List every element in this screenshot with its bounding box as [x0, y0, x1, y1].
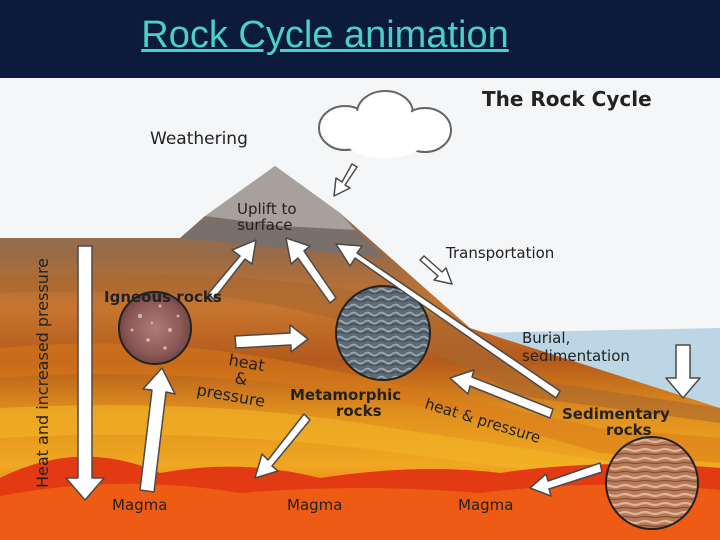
label-weathering: Weathering — [150, 129, 248, 149]
sedimentary-rock-sample — [605, 436, 699, 530]
label-burial-line2: sedimentation — [522, 347, 630, 365]
igneous-rock-sample — [118, 291, 192, 365]
arrow-sedimentary-to-uplift — [335, 243, 561, 399]
label-magma-mid: Magma — [287, 496, 342, 514]
label-sedimentary-line2: rocks — [606, 421, 652, 439]
igneous-speckles — [130, 304, 180, 350]
label-magma-left: Magma — [112, 496, 167, 514]
label-magma-right: Magma — [458, 496, 513, 514]
label-igneous: Igneous rocks — [104, 288, 222, 306]
slide-title-link[interactable]: Rock Cycle animation — [141, 14, 509, 56]
mountain-middle-layer — [180, 216, 385, 258]
process-arrows — [65, 163, 701, 501]
arrow-igneous-to-metamorphic — [234, 324, 309, 353]
arrow-burial — [665, 344, 701, 399]
cloud-icon — [318, 90, 452, 158]
label-metamorphic-line1: Metamorphic — [290, 386, 401, 404]
arrow-igneous-to-uplift — [207, 239, 257, 300]
stratum-band — [0, 343, 720, 463]
label-transportation: Transportation — [445, 244, 554, 262]
label-uplift-line2: surface — [237, 216, 292, 234]
arrow-sedimentary-to-magma — [529, 462, 603, 497]
arrow-metamorphic-to-magma — [254, 413, 311, 479]
rock-cycle-diagram: The Rock Cycle Weathering Uplift to surf… — [0, 78, 720, 540]
mountain-top-layer — [205, 166, 355, 230]
magma-glow — [0, 483, 720, 540]
metamorphic-rock-sample — [335, 285, 431, 381]
title-bar: Rock Cycle animation — [0, 0, 720, 78]
label-side-axis: Heat and increased pressure — [33, 258, 52, 488]
diagram-title: The Rock Cycle — [482, 87, 652, 111]
label-metamorphic-line2: rocks — [336, 402, 382, 420]
label-sedimentary-line1: Sedimentary — [562, 405, 670, 423]
arrow-transportation — [419, 255, 453, 285]
arrow-magma-to-igneous — [139, 367, 176, 493]
arrow-metamorphic-to-uplift — [285, 237, 337, 304]
label-amp-1: & — [233, 368, 249, 389]
label-uplift-line1: Uplift to — [237, 200, 297, 218]
stratum-band — [0, 405, 720, 498]
arrow-sedimentary-to-metamorphic — [449, 369, 554, 419]
label-burial-line1: Burial, — [522, 329, 570, 347]
arrow-weathering — [333, 163, 358, 197]
down-arrow-heat-pressure — [65, 245, 105, 501]
